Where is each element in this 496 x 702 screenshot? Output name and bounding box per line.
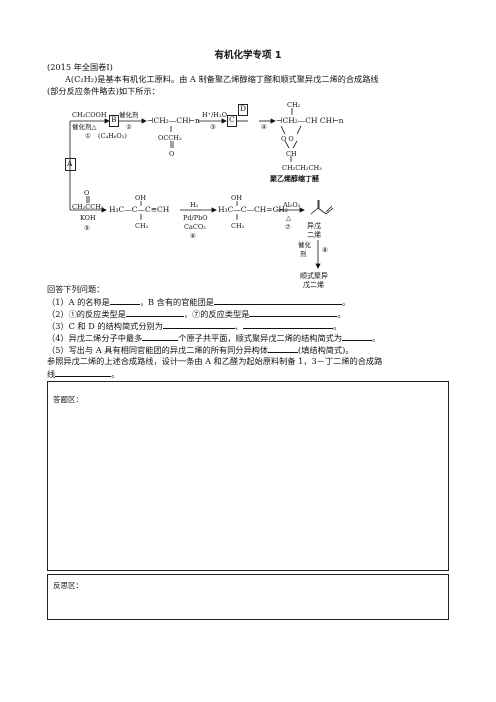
answer-area[interactable]: 答题区： (47, 381, 449, 571)
polymer-pvb-propyl: CH₂CH₂CH₃ (282, 164, 322, 172)
reagent-acetic-acid: CH₃COOH (72, 111, 107, 119)
product-name-2: 戊二烯 (303, 281, 324, 289)
question-2: （2）①的反应类型是 ，⑦的反应类型是 。 (47, 308, 346, 319)
compound-a-box (65, 158, 76, 171)
alkynol-oh: OH (135, 194, 146, 202)
step-2-label: ② (126, 123, 132, 131)
compound-b-box (109, 115, 119, 127)
step-5-label: ⑤ (84, 224, 90, 232)
polymer-pvb: ⊣CH₂—CH CH⊢n (276, 116, 344, 125)
alkynol-molecule: H₃C—C—C≡CH (109, 205, 170, 214)
formula-c4h6o2: (C₄H₆O₂) (98, 132, 127, 140)
question-5: （5）写出与 A 具有相同官能团的异戊二烯的所有同分异构体 (填结构简式)。 (47, 344, 354, 355)
polymer-pva-acetate: ⊣CH₂—CH⊢n (147, 116, 200, 125)
polymer-pvb-oxygens: O O (281, 135, 294, 143)
reagent-acetone-oxygen: O (84, 189, 90, 197)
question-2-part-b: ，⑦的反应类型是 (183, 309, 250, 319)
catalyst-8-line-1: 催化 (298, 241, 311, 249)
step-6-label: ⑥ (190, 232, 196, 240)
catalyst-8-line-2: 剂 (300, 250, 307, 258)
polymer-pvb-ch2: CH₂ (287, 101, 301, 109)
question-4-end: 。 (372, 333, 381, 343)
compound-d-box (238, 104, 248, 116)
catalyst-pd-pbo: Pd/PbO (183, 214, 208, 222)
answer-blank-3b[interactable] (243, 320, 334, 329)
question-3-end: 。 (333, 321, 342, 331)
isoprene-name-1: 异戊 (307, 222, 321, 230)
answer-blank-5[interactable] (268, 344, 299, 353)
questions-lead: 回答下列问题： (47, 284, 105, 294)
question-6-part-b: 线 (47, 369, 56, 379)
reagent-acid-water: H⁺/H₂O (202, 111, 227, 119)
catalyst-caco3: CaCO₃ (184, 223, 206, 231)
heat-symbol: △ (286, 214, 291, 222)
question-5-part-b: (填结构简式)。 (298, 345, 354, 355)
alkynol-ch3: CH₃ (135, 222, 149, 230)
compound-c-box (227, 115, 237, 127)
step-3-label: ③ (210, 123, 216, 131)
reflection-area-label: 反思区： (53, 581, 83, 590)
catalyst-label-1: 催化剂△ (72, 123, 97, 131)
reagent-al2o3: Al₂O₃ (283, 201, 301, 209)
polymer-pvb-ch: CH (286, 150, 297, 158)
answer-blank-3a[interactable] (162, 320, 235, 329)
intro-line-1: A(C₂H₂)是基本有机化工原料。由 A 制备聚乙烯醇缩丁醛和顺式聚异戊二烯的合… (65, 74, 379, 84)
answer-blank-1a[interactable] (109, 296, 140, 305)
question-1: （1）A 的名称是 ，B 含有的官能团是 。 (47, 296, 350, 307)
reagent-acetone: CH₃CCH₃ (72, 203, 104, 211)
base-koh: KOH (80, 214, 96, 222)
answer-blank-4b[interactable] (342, 332, 373, 341)
step-4-label: ④ (261, 123, 267, 131)
answer-area-label: 答题区： (53, 395, 83, 404)
question-1-end: 。 (341, 297, 351, 307)
question-2-end: 。 (337, 309, 346, 319)
answer-blank-1b[interactable] (213, 296, 342, 305)
product-name-1: 顺式聚异 (300, 272, 328, 280)
alkenol-ch3: CH₃ (231, 222, 245, 230)
polymer-pva-acetate-oxygen: O (169, 150, 175, 158)
question-5-part-a: （5）写出与 A 具有相同官能团的异戊二烯的所有同分异构体 (47, 345, 269, 355)
source-line: (2015 年全国卷Ⅰ) (47, 62, 113, 72)
answer-blank-2a[interactable] (125, 308, 184, 317)
question-2-part-a: （2）①的反应类型是 (47, 309, 126, 319)
page-title: 有机化学专项 1 (214, 50, 282, 61)
question-3-part-a: （3）C 和 D 的结构简式分别为 (47, 321, 163, 331)
question-6-line-2: 线。 (47, 368, 119, 379)
question-3: （3）C 和 D 的结构简式分别为 、 。 (47, 320, 341, 331)
question-3-part-b: 、 (234, 321, 244, 331)
compound-b-label: B (111, 115, 117, 124)
reagent-h2: H₂ (190, 201, 199, 209)
reflection-area[interactable]: 反思区： (47, 574, 449, 620)
question-4: （4）异戊二烯分子中最多 个原子共平面，顺式聚异戊二烯的结构简式为 。 (47, 332, 380, 343)
question-6-line-1: 参照异戊二烯的上述合成路线，设计一条由 A 和乙醛为起始原料制备 1，3－丁二烯… (47, 356, 383, 366)
question-1-part-a: （1）A 的名称是 (47, 297, 110, 307)
question-1-part-b: ，B 含有的官能团是 (139, 297, 214, 307)
step-7-label: ⑦ (285, 223, 291, 231)
question-4-part-a: （4）异戊二烯分子中最多 (47, 333, 143, 343)
answer-blank-2b[interactable] (249, 308, 338, 317)
alkenol-oh: OH (231, 194, 242, 202)
polymer-pvb-name: 聚乙烯醇缩丁醛 (270, 175, 319, 183)
catalyst-label-2: 催化剂 (119, 111, 139, 119)
compound-c-label: C (229, 115, 235, 124)
answer-blank-4a[interactable] (142, 332, 179, 341)
answer-blank-6[interactable] (55, 368, 112, 377)
intro-line-2: (部分反应条件略去)如下所示： (47, 86, 160, 96)
polymer-pva-acetate-side: OCCH₃ (158, 134, 182, 142)
alkenol-molecule: H₃C—C—CH=CH₂ (218, 205, 288, 214)
question-4-part-b: 个原子共平面，顺式聚异戊二烯的结构简式为 (178, 333, 343, 343)
compound-a-label: A (67, 159, 73, 168)
step-8-label: ⑧ (322, 246, 328, 254)
question-6-end: 。 (111, 369, 120, 379)
step-1-label: ① (85, 132, 91, 140)
compound-d-label: D (240, 104, 247, 113)
isoprene-name-2: 二烯 (307, 231, 321, 239)
